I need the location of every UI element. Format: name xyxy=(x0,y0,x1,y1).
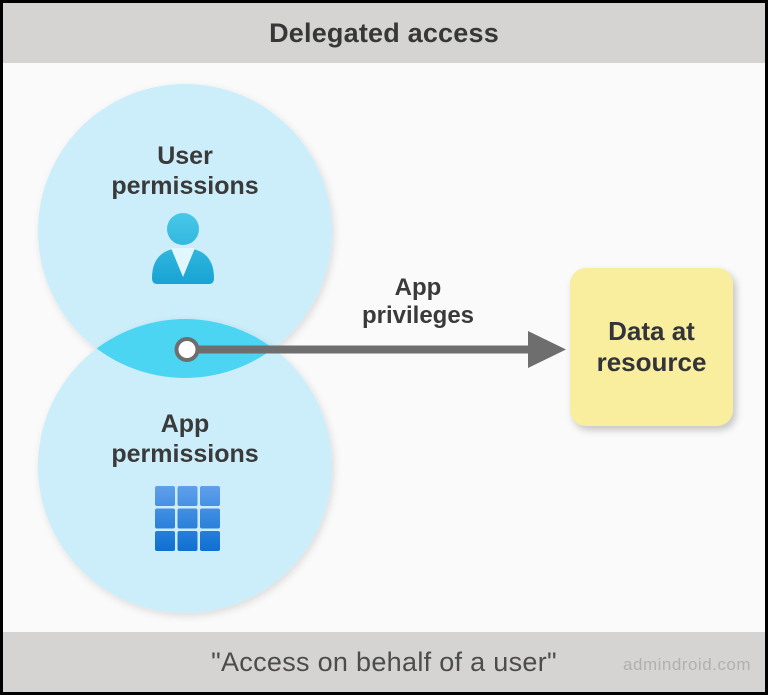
person-icon xyxy=(152,213,214,284)
diagram-canvas: User permissions App permissions App pri… xyxy=(3,63,765,632)
footer-bar: "Access on behalf of a user" admindroid.… xyxy=(3,632,765,692)
diagram-title: Delegated access xyxy=(269,17,499,48)
footer-caption: "Access on behalf of a user" xyxy=(211,646,557,677)
app-privileges-label: App privileges xyxy=(361,274,475,329)
app-grid-icon xyxy=(155,486,220,551)
venn-arrow-graphic xyxy=(38,84,566,613)
user-permissions-label: User permissions xyxy=(111,142,259,200)
anchor-dot xyxy=(174,337,200,362)
title-bar: Delegated access xyxy=(3,3,765,63)
app-permissions-label: App permissions xyxy=(111,410,259,468)
app-privileges-arrow xyxy=(174,331,566,368)
data-at-resource-box: Data at resource xyxy=(570,268,733,426)
data-at-resource-label: Data at resource xyxy=(596,316,707,377)
watermark: admindroid.com xyxy=(623,655,751,674)
arrow-head xyxy=(528,331,566,368)
app-permissions-circle xyxy=(38,319,332,613)
